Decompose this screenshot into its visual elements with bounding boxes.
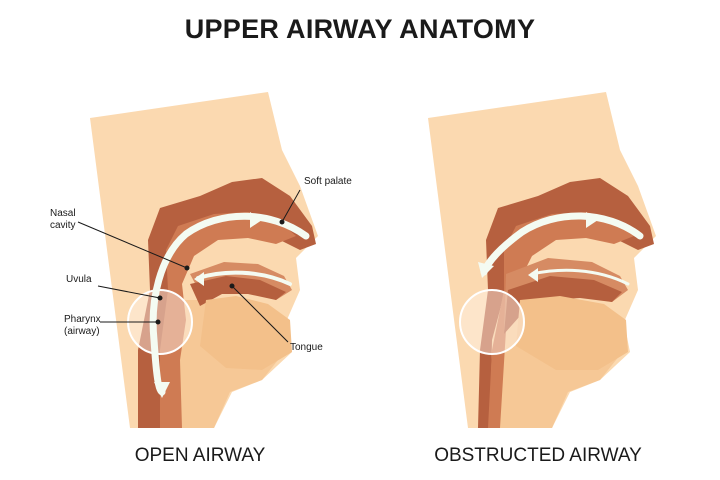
label-pharynx-line2: (airway) (64, 326, 100, 337)
obstructed-head-illustration (428, 92, 656, 428)
label-uvula: Uvula (66, 274, 92, 285)
label-nasal-cavity-line2: cavity (50, 220, 76, 231)
open-label-leaders (77, 189, 301, 343)
caption-obstructed-airway: OBSTRUCTED AIRWAY (434, 445, 642, 466)
page-title: UPPER AIRWAY ANATOMY (184, 14, 536, 44)
open-head-illustration (90, 92, 318, 428)
obstruction-highlight-circle (459, 289, 525, 355)
label-nasal-cavity-line1: Nasal (50, 208, 76, 219)
label-pharynx-line1: Pharynx (64, 314, 101, 325)
caption-open-airway: OPEN AIRWAY (134, 445, 266, 466)
label-tongue: Tongue (290, 342, 323, 353)
label-soft-palate: Soft palate (304, 176, 352, 187)
